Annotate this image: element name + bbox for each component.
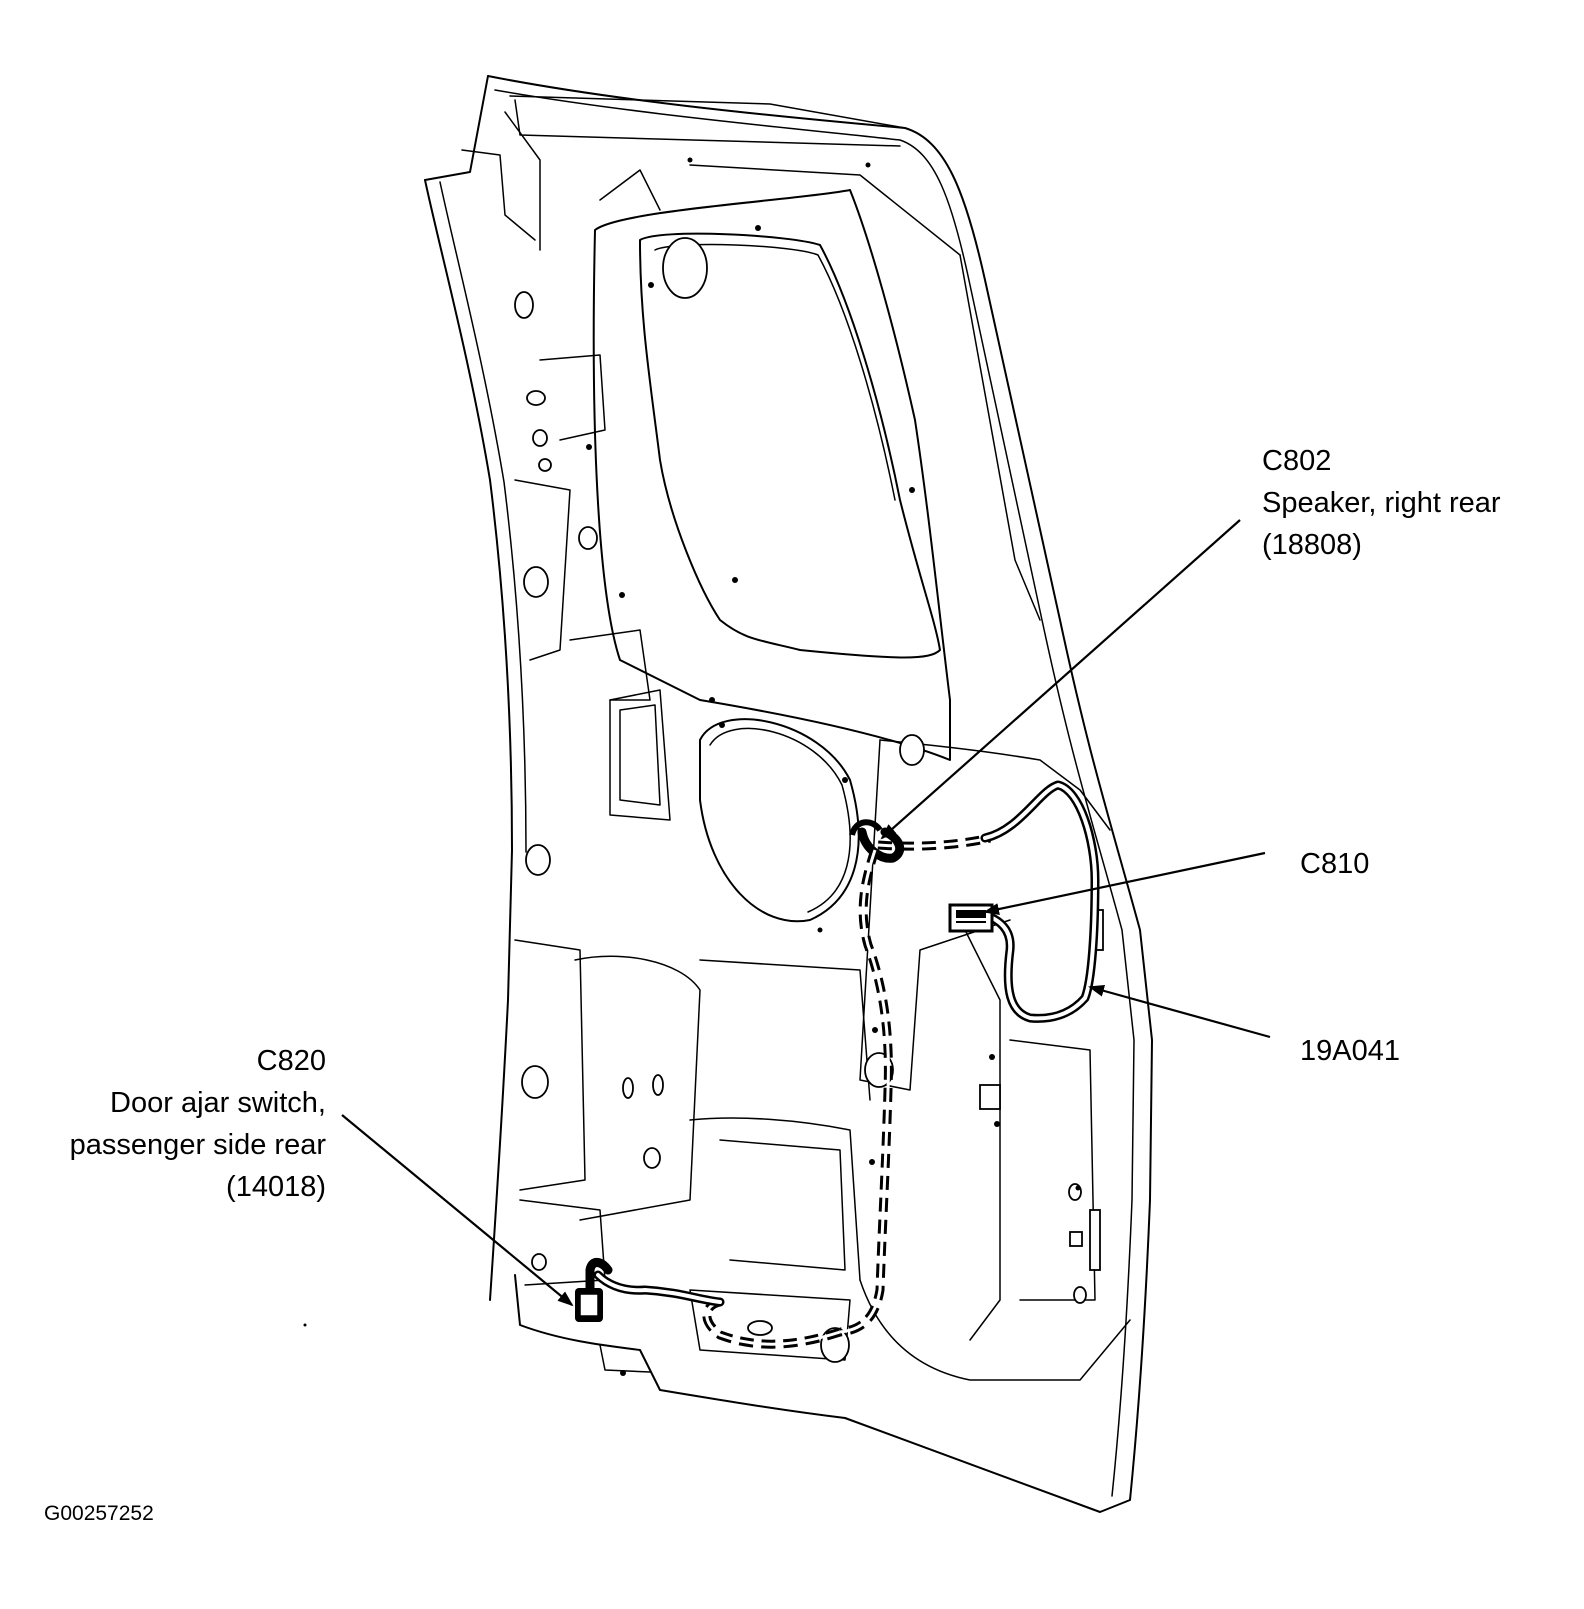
- callout-c820-part: (14018): [226, 1171, 326, 1203]
- callout-c802: C802 Speaker, right rear (18808): [1262, 440, 1501, 566]
- connector-c810: [948, 903, 994, 933]
- panel-holes: [303, 157, 1104, 1376]
- leader-c820: [341, 1114, 574, 1307]
- leader-c802: [880, 519, 1241, 840]
- callout-c820: C820 Door ajar switch, passenger side re…: [70, 1040, 326, 1208]
- callout-c802-id: C802: [1262, 445, 1332, 477]
- callout-c810-id: C810: [1300, 848, 1370, 880]
- callout-c820-desc-line2: passenger side rear: [69, 1129, 326, 1161]
- connector-c820: [575, 1258, 613, 1322]
- figure-id: G00257252: [44, 1502, 154, 1525]
- callout-c810: C810: [1300, 843, 1369, 885]
- door-inner-panel: [514, 164, 1131, 1419]
- leader-19a041: [1088, 984, 1271, 1039]
- callout-19a041-id: 19A041: [1300, 1035, 1400, 1067]
- callout-c820-id: C820: [256, 1045, 326, 1077]
- leader-lines: [341, 519, 1271, 1307]
- door-outer-shell: [424, 75, 1153, 1513]
- callout-c802-desc: Speaker, right rear: [1262, 487, 1501, 519]
- leader-c810: [983, 851, 1266, 915]
- callout-c820-desc-line1: Door ajar switch,: [110, 1087, 326, 1119]
- connector-c802: [849, 819, 883, 836]
- callout-c802-part: (18808): [1262, 529, 1362, 561]
- callout-19a041: 19A041: [1300, 1030, 1400, 1072]
